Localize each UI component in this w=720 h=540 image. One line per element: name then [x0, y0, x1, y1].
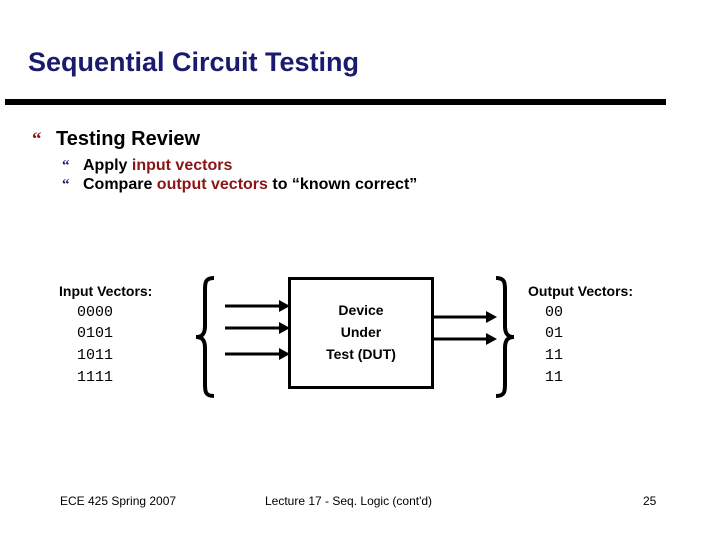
output-vector-value: 01	[545, 325, 564, 342]
sub-bullet-prefix: Apply	[83, 157, 132, 174]
page-title: Sequential Circuit Testing	[28, 47, 360, 77]
input-vector-value: 0101	[77, 325, 114, 342]
sub-bullet-item-apply: “ Apply input vectors	[62, 157, 672, 175]
input-vector-value: 0000	[77, 304, 114, 321]
sub-bullet-label: Apply input vectors	[83, 157, 232, 175]
output-arrow-icon	[434, 311, 497, 323]
sub-bullet-suffix: to “known correct”	[267, 176, 418, 193]
sub-bullet-marker-icon: “	[62, 158, 70, 174]
sub-bullet-highlight: input vectors	[131, 157, 233, 174]
bullet-label: Testing Review	[56, 128, 201, 150]
input-arrow-icon	[225, 300, 290, 312]
input-vector-value: 1011	[77, 347, 114, 364]
dut-box-label: Device Under Test (DUT)	[291, 280, 431, 386]
title-divider	[5, 99, 666, 105]
bullet-item-testing-review: “ Testing Review	[32, 128, 672, 151]
bullet-list: “ Testing Review “ Apply input vectors “…	[32, 128, 672, 195]
output-vector-value: 11	[545, 369, 564, 386]
input-vector-value: 1111	[77, 369, 114, 386]
output-vector-value: 00	[545, 304, 564, 321]
dut-line-3: Test (DUT)	[326, 345, 396, 362]
input-arrow-icon	[225, 322, 290, 334]
output-vectors-label: Output Vectors:	[528, 283, 634, 299]
footer-page-number: 25	[643, 494, 657, 508]
sub-bullet-item-compare: “ Compare output vectors to “known corre…	[62, 176, 672, 194]
dut-line-1: Device	[338, 302, 384, 319]
footer-course-label: ECE 425 Spring 2007	[60, 494, 177, 508]
input-arrow-icon	[225, 348, 290, 360]
bullet-marker-icon: “	[32, 129, 42, 150]
input-vectors-label: Input Vectors:	[59, 283, 153, 299]
output-vector-value: 11	[545, 347, 564, 364]
sub-bullet-marker-icon: “	[62, 177, 70, 193]
slide-footer: ECE 425 Spring 2007 Lecture 17 - Seq. Lo…	[0, 494, 720, 514]
input-grouping-brace-icon	[195, 276, 215, 398]
footer-lecture-label: Lecture 17 - Seq. Logic (cont'd)	[265, 494, 433, 508]
dut-line-2: Under	[340, 324, 382, 341]
sub-bullet-label: Compare output vectors to “known correct…	[83, 176, 417, 194]
sub-bullet-prefix: Compare	[83, 176, 157, 193]
device-under-test-box: Device Under Test (DUT)	[288, 277, 434, 389]
sub-bullet-highlight: output vectors	[156, 176, 268, 193]
output-grouping-brace-icon	[495, 276, 515, 398]
output-arrow-icon	[434, 333, 497, 345]
